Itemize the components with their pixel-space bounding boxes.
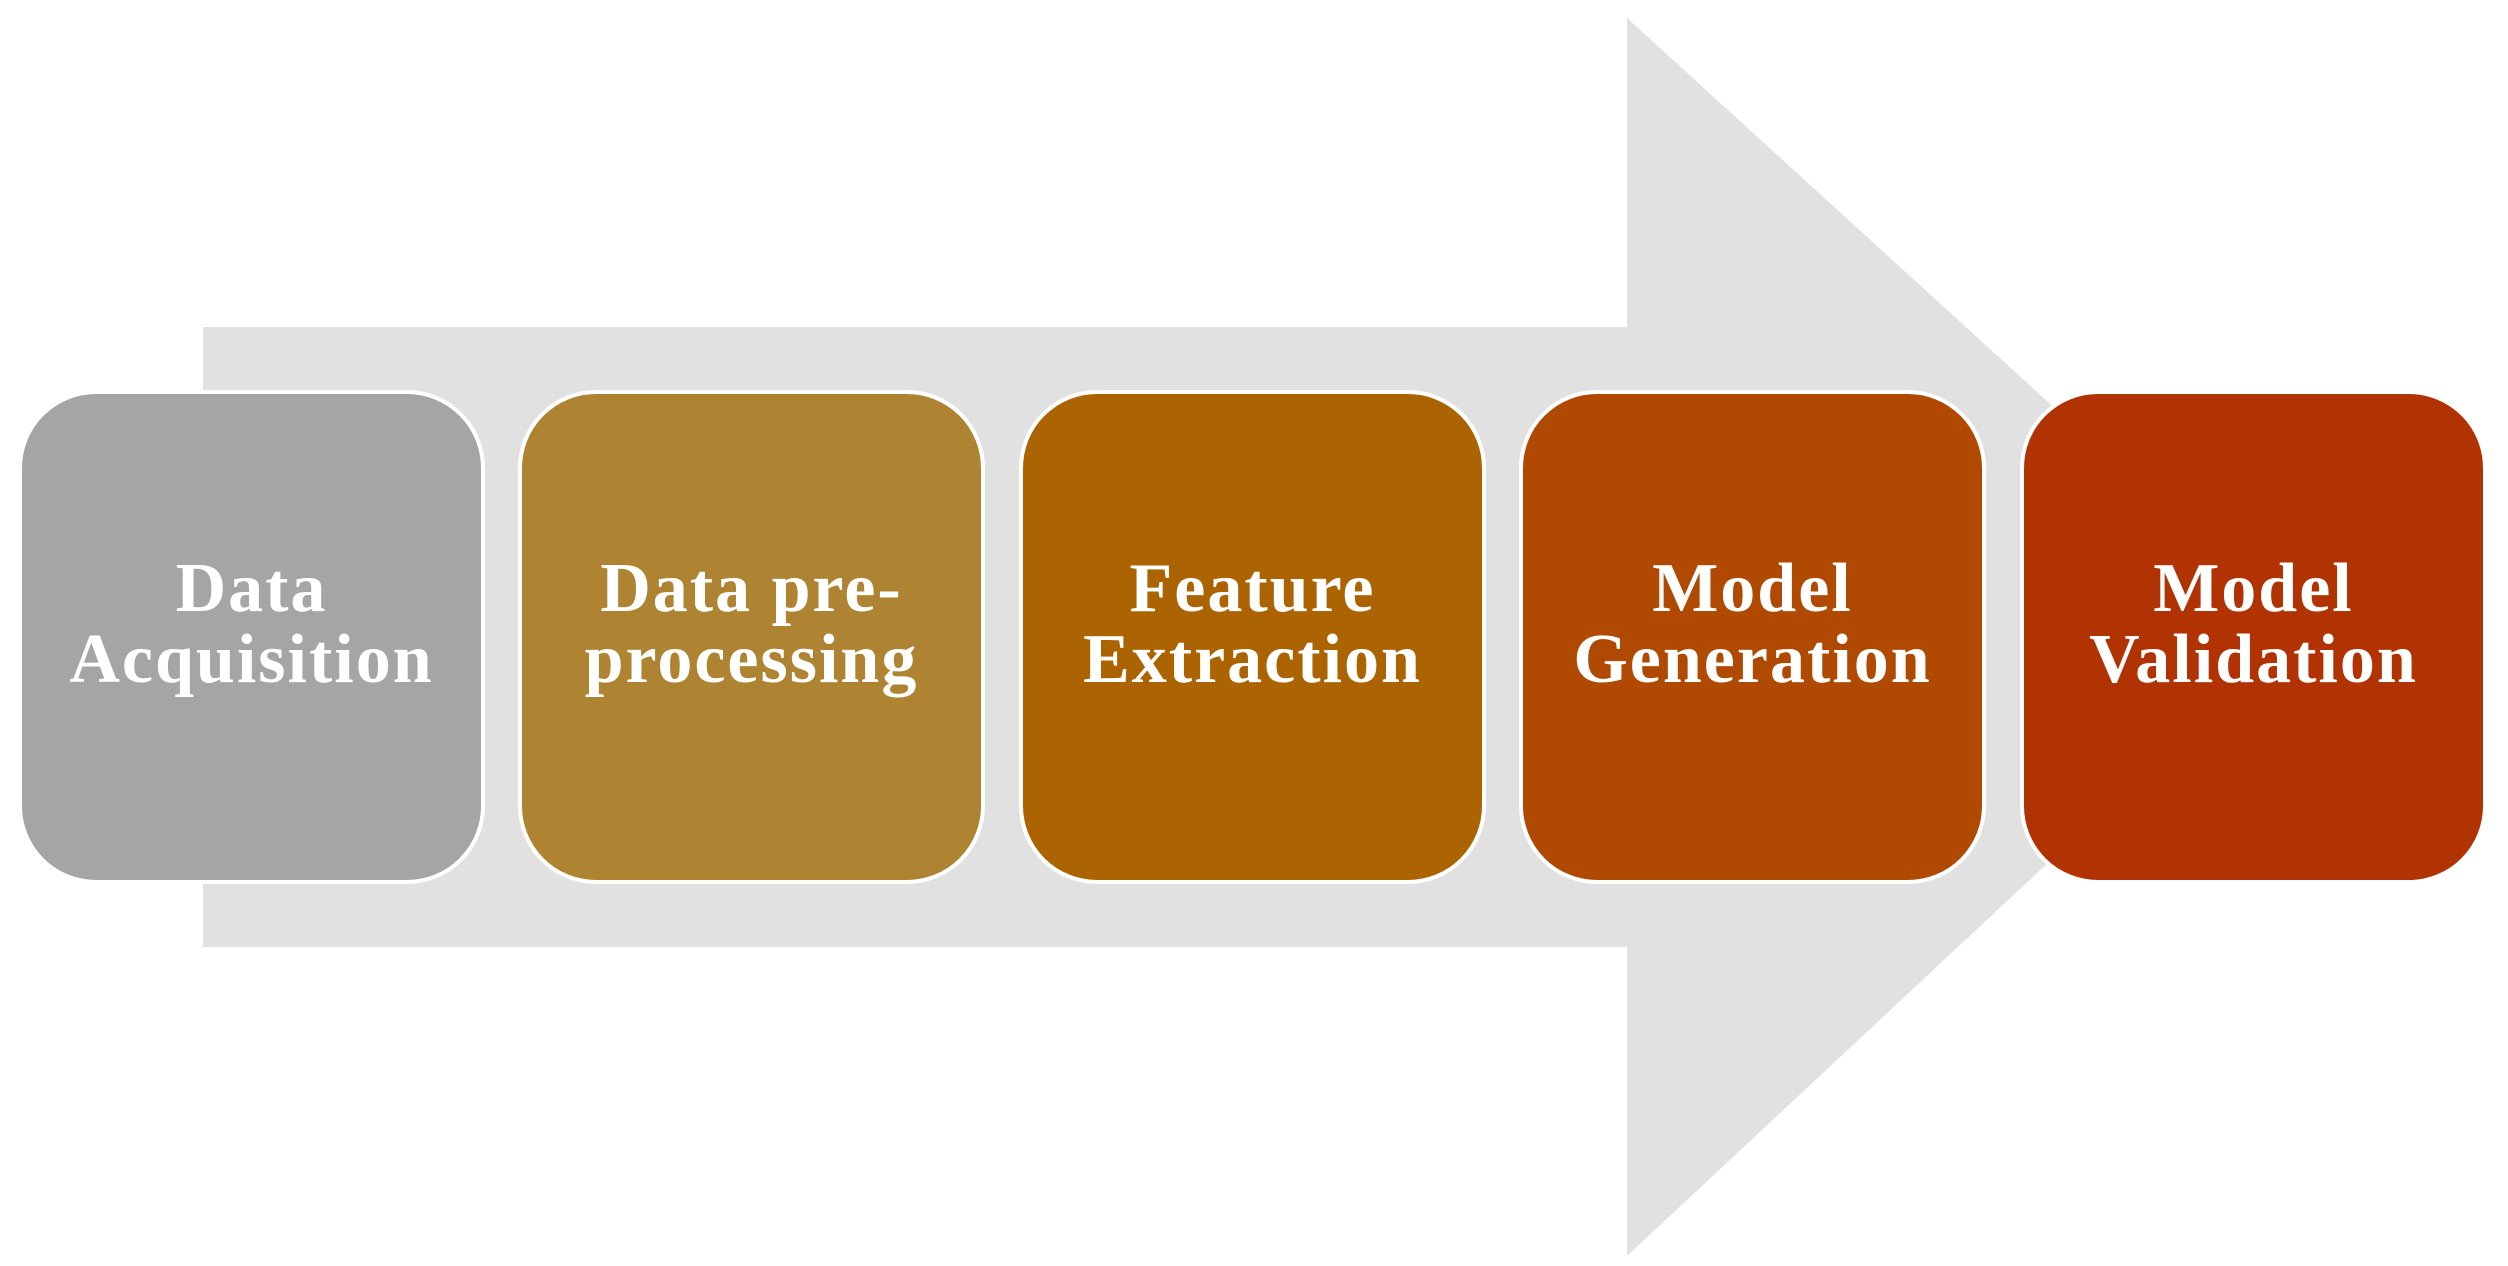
step-label: Model Generation: [1573, 550, 1932, 698]
step-label: Feature Extraction: [1083, 550, 1422, 698]
step-label: Data pre- processing: [584, 550, 919, 698]
step-model-validation: Model Validation: [2020, 390, 2487, 884]
step-label: Model Validation: [2089, 550, 2418, 698]
step-feature-extraction: Feature Extraction: [1019, 390, 1486, 884]
step-data-acquisition: Data Acquisition: [18, 390, 485, 884]
step-model-generation: Model Generation: [1519, 390, 1986, 884]
step-label: Data Acquisition: [69, 550, 434, 698]
step-data-preprocessing: Data pre- processing: [518, 390, 985, 884]
